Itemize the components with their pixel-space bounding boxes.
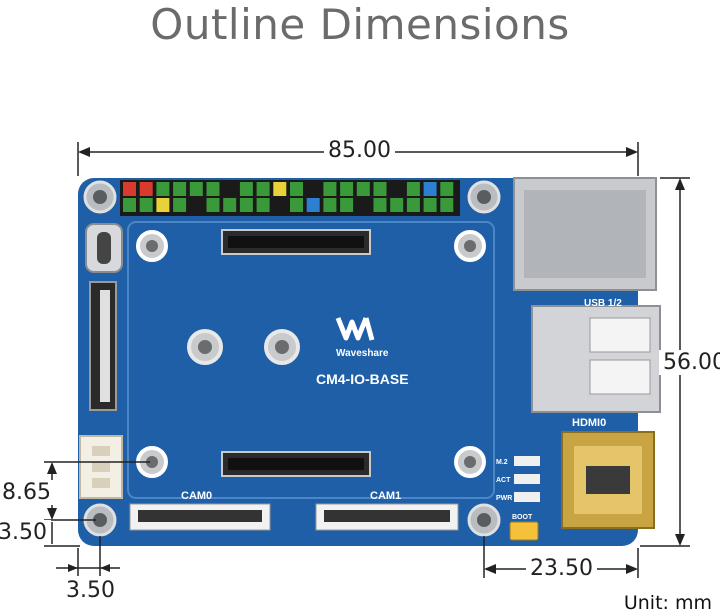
label-cam0: CAM0 (181, 490, 212, 502)
cm4-area (127, 221, 495, 499)
gpio-pin (306, 198, 320, 212)
unit-label: Unit: mm (623, 592, 712, 614)
gpio-pin (356, 182, 370, 196)
label-usb: USB 1/2 (584, 298, 622, 309)
status-leds (514, 456, 540, 502)
gpio-pin (139, 198, 153, 212)
gpio-pin (406, 182, 420, 196)
gpio-pin (156, 198, 170, 212)
fan-connector (79, 435, 123, 499)
gpio-pin (390, 198, 404, 212)
label-hdmi: HDMI0 (572, 417, 606, 429)
boot-button (509, 521, 539, 541)
page-title: Outline Dimensions (150, 0, 570, 49)
gpio-pin (373, 182, 387, 196)
dim-hole-y: 8.65 (0, 480, 55, 505)
gpio-pin (406, 198, 420, 212)
gpio-pin (256, 182, 270, 196)
gpio-pin (123, 182, 136, 196)
board-model: CM4-IO-BASE (316, 371, 409, 387)
gpio-pin (440, 182, 454, 196)
gpio-pin (290, 198, 303, 212)
gpio-pin (373, 198, 387, 212)
dim-width: 85.00 (324, 138, 395, 163)
dim-hole-edge-x: 3.50 (62, 578, 119, 603)
gpio-pin (356, 198, 370, 212)
gpio-pin (323, 182, 337, 196)
usb-ports (531, 305, 661, 413)
gpio-pin (223, 198, 237, 212)
dim-height: 56.00 (659, 350, 720, 375)
gpio-pin (206, 198, 220, 212)
gpio-pin (273, 182, 287, 196)
label-m2: M.2 (496, 459, 508, 466)
ethernet-port (513, 177, 657, 291)
gpio-pin (123, 198, 136, 212)
display-connector (89, 281, 117, 411)
gpio-pin (340, 182, 354, 196)
gpio-pin (273, 198, 287, 212)
label-cam1: CAM1 (370, 490, 401, 502)
gpio-pin (223, 182, 237, 196)
hdmi-port (561, 431, 655, 529)
gpio-pin (290, 182, 303, 196)
gpio-pin (173, 182, 187, 196)
label-boot: BOOT (512, 514, 533, 521)
gpio-pin (239, 198, 253, 212)
gpio-pin (390, 182, 404, 196)
waveshare-logo (335, 317, 375, 341)
gpio-pin (423, 198, 437, 212)
pcb-board (78, 178, 638, 546)
gpio-pin (440, 198, 454, 212)
gpio-pin (239, 182, 253, 196)
gpio-pin (256, 198, 270, 212)
gpio-pin (306, 182, 320, 196)
dim-hole-edge-y: 3.50 (0, 520, 51, 545)
cm4-connectors (221, 229, 371, 477)
logo-text: Waveshare (336, 348, 389, 359)
gpio-pin (156, 182, 170, 196)
gpio-pin (189, 198, 203, 212)
gpio-pin (173, 198, 187, 212)
dim-right-offset: 23.50 (526, 556, 597, 581)
usb-c-port (85, 223, 123, 273)
gpio-pin (340, 198, 354, 212)
gpio-pin (323, 198, 337, 212)
label-act: ACT (496, 477, 511, 484)
gpio-pin (423, 182, 437, 196)
gpio-pin (189, 182, 203, 196)
label-pwr: PWR (496, 495, 512, 502)
gpio-pin (139, 182, 153, 196)
gpio-pin (206, 182, 220, 196)
gpio-header (120, 180, 460, 216)
camera-connectors (129, 503, 459, 531)
